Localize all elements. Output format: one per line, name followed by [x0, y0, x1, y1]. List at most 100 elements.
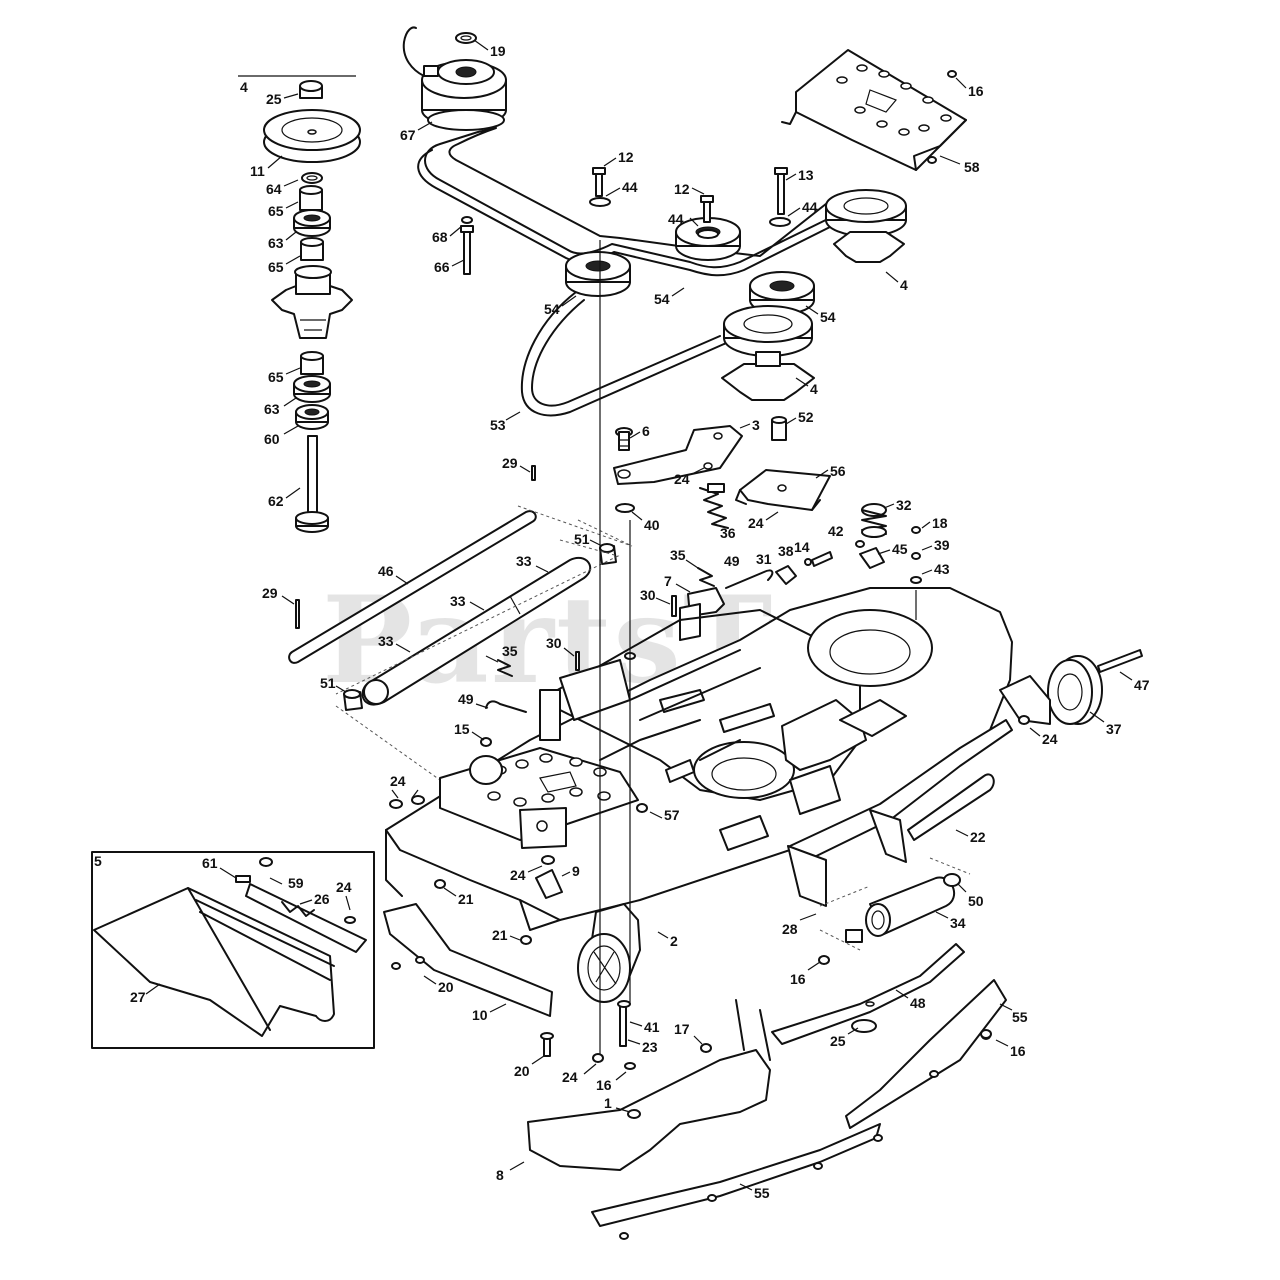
callout-28: 28	[782, 921, 798, 937]
callout-64: 64	[266, 181, 282, 197]
callout-3: 3	[752, 417, 760, 433]
callout-50: 50	[968, 893, 984, 909]
callout-27: 27	[130, 989, 146, 1005]
spindle-center	[721, 305, 815, 401]
deck-roller	[819, 857, 971, 951]
callout-61: 61	[202, 855, 218, 871]
callout-19: 19	[490, 43, 506, 59]
idler-spring	[699, 483, 729, 529]
deck-cover-plate	[781, 49, 967, 171]
discharge-chute-inset	[91, 851, 375, 1049]
spindle-right	[825, 189, 907, 263]
callout-8: 8	[496, 1167, 504, 1183]
callout-11: 11	[250, 163, 265, 179]
callout-58: 58	[964, 159, 980, 175]
callout-24: 24	[748, 515, 764, 531]
front-deflector	[527, 999, 771, 1171]
callout-63: 63	[268, 235, 284, 251]
deck-rod-and-tubes	[288, 505, 633, 781]
callout-56: 56	[830, 463, 846, 479]
spindle-assembly-exploded	[238, 75, 361, 533]
callout-17: 17	[674, 1021, 690, 1037]
callout-24: 24	[674, 471, 690, 487]
shoulder-bolt	[615, 427, 633, 451]
callout-49: 49	[724, 553, 740, 569]
callout-57: 57	[664, 807, 680, 823]
idler-arm-bracket	[613, 425, 743, 485]
callout-35: 35	[670, 547, 686, 563]
callout-62: 62	[268, 493, 284, 509]
misc-hardware	[295, 465, 922, 747]
callout-24: 24	[336, 879, 352, 895]
callout-5: 5	[94, 853, 102, 869]
callout-55: 55	[1012, 1009, 1028, 1025]
callout-14: 14	[794, 539, 810, 555]
side-rail-assembly	[787, 719, 1013, 907]
pulley-bolts	[460, 167, 791, 275]
callout-40: 40	[644, 517, 660, 533]
callout-47: 47	[1134, 677, 1150, 693]
callout-52: 52	[798, 409, 814, 425]
callout-labels: 19 67 4 25 11 64 65 63 65 65 63 60 62 29…	[94, 39, 1150, 1201]
callout-29: 29	[262, 585, 278, 601]
deck-skirt-rail-upper	[845, 979, 1007, 1129]
callout-44: 44	[668, 211, 684, 227]
callout-22: 22	[970, 829, 986, 845]
mower-blade	[771, 943, 965, 1045]
callout-33: 33	[378, 633, 394, 649]
callout-24: 24	[1042, 731, 1058, 747]
callout-4: 4	[240, 79, 248, 95]
callout-53: 53	[490, 417, 506, 433]
callout-44: 44	[622, 179, 638, 195]
callout-20: 20	[514, 1063, 530, 1079]
callout-44: 44	[802, 199, 818, 215]
front-gauge-wheel	[577, 903, 641, 1003]
callout-10: 10	[472, 1007, 488, 1023]
callout-67: 67	[400, 127, 416, 143]
callout-48: 48	[910, 995, 926, 1011]
callout-49: 49	[458, 691, 474, 707]
callout-16: 16	[1010, 1043, 1026, 1059]
callout-65: 65	[268, 369, 284, 385]
callout-51: 51	[574, 531, 590, 547]
callout-34: 34	[950, 915, 966, 931]
callout-45: 45	[892, 541, 908, 557]
upper-drive-belt	[417, 127, 860, 277]
callout-33: 33	[516, 553, 532, 569]
flat-washer	[615, 503, 635, 513]
callout-30: 30	[546, 635, 562, 651]
callout-18: 18	[932, 515, 948, 531]
callout-65: 65	[268, 259, 284, 275]
callout-36: 36	[720, 525, 736, 541]
deck-fasteners	[389, 240, 1030, 1119]
callout-68: 68	[432, 229, 448, 245]
callout-25: 25	[830, 1033, 846, 1049]
callout-42: 42	[828, 523, 844, 539]
callout-39: 39	[934, 537, 950, 553]
callout-26: 26	[314, 891, 330, 907]
callout-29: 29	[502, 455, 518, 471]
callout-43: 43	[934, 561, 950, 577]
callout-16: 16	[596, 1077, 612, 1093]
electric-pto-clutch	[402, 26, 507, 131]
callout-24: 24	[510, 867, 526, 883]
callout-66: 66	[434, 259, 450, 275]
callout-1: 1	[604, 1095, 612, 1111]
callout-12: 12	[618, 149, 634, 165]
deck-bracket	[735, 469, 831, 511]
callout-35: 35	[502, 643, 518, 659]
callout-21: 21	[492, 927, 508, 943]
callout-20: 20	[438, 979, 454, 995]
front-bracket	[383, 903, 553, 1017]
callout-15: 15	[454, 721, 470, 737]
callout-31: 31	[756, 551, 772, 567]
callout-7: 7	[664, 573, 672, 589]
callout-46: 46	[378, 563, 394, 579]
front-deck-plate	[439, 747, 639, 849]
callout-25: 25	[266, 91, 282, 107]
callout-24: 24	[562, 1069, 578, 1085]
callout-4: 4	[810, 381, 818, 397]
compression-spring	[861, 503, 887, 538]
callout-54: 54	[544, 301, 560, 317]
